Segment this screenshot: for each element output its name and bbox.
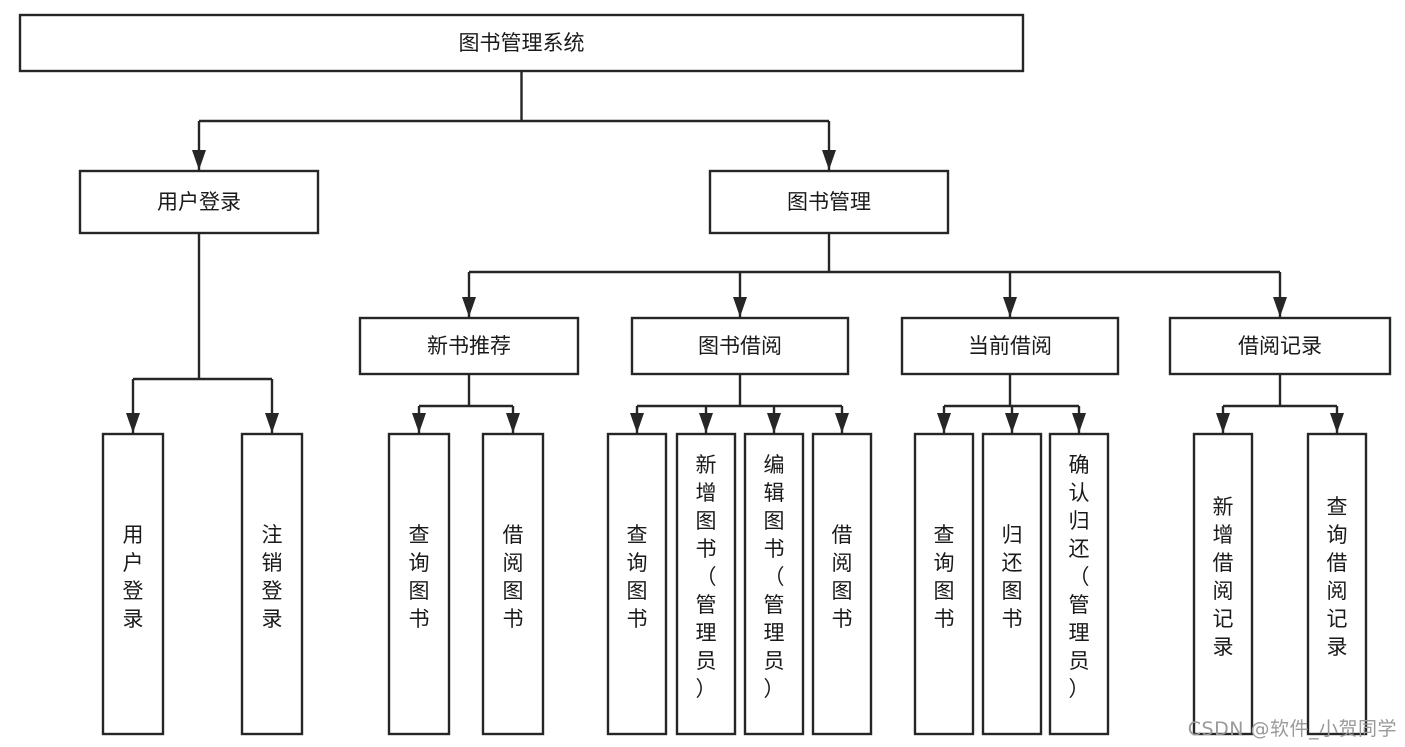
node-label: 借阅记录 (1238, 334, 1322, 358)
node-box (913, 432, 975, 736)
node-leaf-query-book-rec[interactable]: 查询图书 (387, 432, 451, 736)
arrow-head-icon (1216, 413, 1230, 433)
arrow-head-icon (1072, 413, 1086, 433)
node-leaf-borrow-book-rec[interactable]: 借阅图书 (481, 432, 545, 736)
node-box (1192, 432, 1254, 736)
arrow-head-icon (192, 150, 206, 170)
node-leaf-confirm-return-admin[interactable]: 确认归还（管理员） (1048, 432, 1110, 736)
arrow-head-icon (1330, 413, 1344, 433)
node-root-system[interactable]: 图书管理系统 (18, 13, 1025, 73)
arrow-head-icon (822, 150, 836, 170)
node-box (1048, 432, 1110, 736)
node-box (1168, 316, 1392, 376)
node-leaf-user-logout[interactable]: 注销登录 (240, 432, 304, 736)
node-leaf-query-book-cur[interactable]: 查询图书 (913, 432, 975, 736)
arrow-head-icon (462, 297, 476, 317)
node-label: 图书借阅 (698, 334, 782, 358)
node-box (708, 169, 950, 235)
arrow-head-icon (126, 413, 140, 433)
node-label: 新增借阅记录 (1213, 495, 1234, 659)
arrow-head-icon (835, 413, 849, 433)
node-box (811, 432, 873, 736)
arrow-head-icon (699, 413, 713, 433)
node-leaf-edit-book-admin[interactable]: 编辑图书（管理员） (743, 432, 805, 736)
node-box (981, 432, 1043, 736)
arrow-head-icon (1003, 297, 1017, 317)
node-leaf-add-book-admin[interactable]: 新增图书（管理员） (675, 432, 737, 736)
node-label: 新书推荐 (427, 334, 511, 358)
node-box (387, 432, 451, 736)
node-label: 借阅图书 (832, 523, 853, 631)
node-book-management[interactable]: 图书管理 (708, 169, 950, 235)
node-box (900, 316, 1120, 376)
node-box (630, 316, 850, 376)
node-label: 查询图书 (409, 523, 430, 631)
node-box (101, 432, 165, 736)
arrow-head-icon (733, 297, 747, 317)
node-box (18, 13, 1025, 73)
node-label: 图书管理系统 (459, 31, 585, 55)
node-current-borrow[interactable]: 当前借阅 (900, 316, 1120, 376)
arrow-head-icon (1273, 297, 1287, 317)
node-label: 查询借阅记录 (1327, 495, 1348, 659)
node-box (481, 432, 545, 736)
node-label: 当前借阅 (968, 334, 1052, 358)
node-label: 注销登录 (262, 523, 283, 631)
node-label: 用户登录 (157, 190, 241, 214)
connector-layer (126, 71, 1344, 433)
node-box (240, 432, 304, 736)
node-box (78, 169, 320, 235)
arrow-head-icon (937, 413, 951, 433)
node-new-book-recommend[interactable]: 新书推荐 (358, 316, 580, 376)
node-box (358, 316, 580, 376)
node-book-borrow[interactable]: 图书借阅 (630, 316, 850, 376)
node-label: 编辑图书（管理员） (764, 453, 785, 701)
node-leaf-query-borrow-record[interactable]: 查询借阅记录 (1306, 432, 1368, 736)
node-layer: 图书管理系统用户登录图书管理新书推荐图书借阅当前借阅借阅记录用户登录注销登录查询… (18, 13, 1392, 736)
node-box (743, 432, 805, 736)
node-user-login[interactable]: 用户登录 (78, 169, 320, 235)
node-label: 新增图书（管理员） (696, 453, 717, 701)
node-box (1306, 432, 1368, 736)
node-label: 查询图书 (934, 523, 955, 631)
arrow-head-icon (265, 413, 279, 433)
arrow-head-icon (630, 413, 644, 433)
node-label: 查询图书 (627, 523, 648, 631)
node-box (606, 432, 668, 736)
arrow-head-icon (412, 413, 426, 433)
node-leaf-user-login[interactable]: 用户登录 (101, 432, 165, 736)
node-borrow-record[interactable]: 借阅记录 (1168, 316, 1392, 376)
node-label: 图书管理 (787, 190, 871, 214)
node-leaf-add-borrow-record[interactable]: 新增借阅记录 (1192, 432, 1254, 736)
arrow-head-icon (506, 413, 520, 433)
node-label: 借阅图书 (503, 523, 524, 631)
node-label: 归还图书 (1002, 523, 1023, 631)
node-leaf-borrow-book[interactable]: 借阅图书 (811, 432, 873, 736)
arrow-head-icon (767, 413, 781, 433)
node-label: 用户登录 (123, 523, 144, 631)
node-leaf-query-book-borrow[interactable]: 查询图书 (606, 432, 668, 736)
arrow-head-icon (1005, 413, 1019, 433)
node-leaf-return-book[interactable]: 归还图书 (981, 432, 1043, 736)
node-label: 确认归还（管理员） (1069, 453, 1090, 701)
node-box (675, 432, 737, 736)
